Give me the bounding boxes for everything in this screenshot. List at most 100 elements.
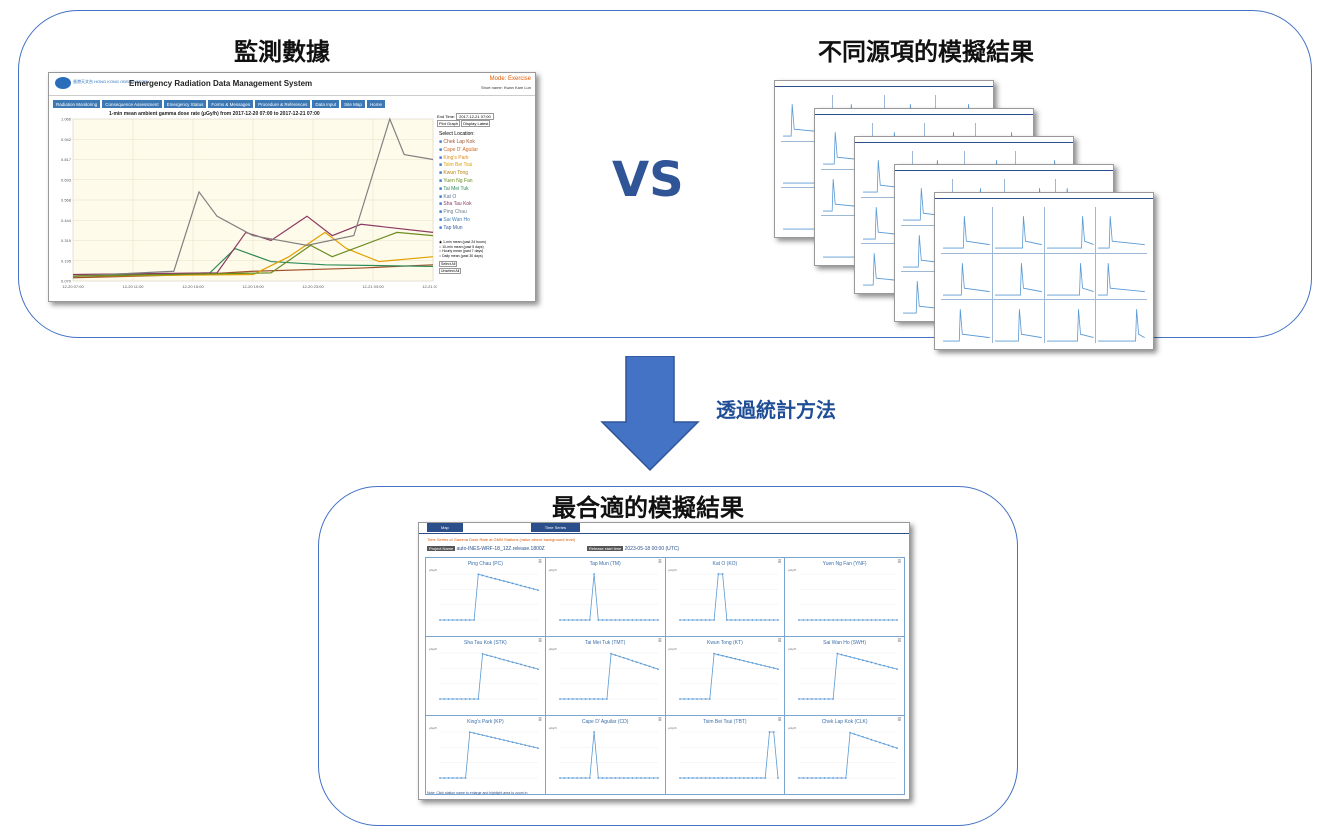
erdms-nav-item[interactable]: Procedure & References — [255, 100, 311, 108]
location-checkbox-item[interactable]: Ping Chau — [439, 209, 478, 217]
chart-menu-icon[interactable]: ≡ — [538, 717, 542, 723]
end-time-input[interactable]: 2017-12-21 07:00 — [456, 113, 494, 120]
station-chart[interactable]: Ping Chau (PC)≡μGy/h — [426, 558, 545, 636]
averaging-radio[interactable]: ○ Daily mean (past 30 days) — [439, 254, 486, 259]
station-chart-title[interactable]: Kat O (KO) — [712, 561, 738, 567]
station-chart-title[interactable]: Tsim Bei Tsui (TBT) — [703, 719, 747, 725]
unit-label: μGy/h — [429, 647, 438, 651]
tab-time-series[interactable]: Time Series — [530, 523, 580, 532]
erdms-title: Emergency Radiation Data Management Syst… — [129, 79, 313, 88]
x-tick-label: 12-20 19:00 — [242, 284, 264, 289]
location-checkbox-item[interactable]: Cape D' Aguilar — [439, 147, 478, 155]
y-tick-label: 0.942 — [61, 137, 72, 142]
erdms-nav-item[interactable]: Forms & Messages — [208, 100, 254, 108]
monitoring-data-title: 監測數據 — [234, 38, 330, 66]
unit-label: μGy/h — [548, 647, 557, 651]
station-series-plot — [439, 573, 539, 621]
chart-menu-icon[interactable]: ≡ — [897, 638, 901, 644]
result-tabs: Map Time Series — [427, 523, 580, 532]
location-checkbox-item[interactable]: Kat O — [439, 194, 478, 202]
station-chart-title[interactable]: Kwun Tong (KT) — [706, 640, 743, 646]
location-checkbox-item[interactable]: Sai Wan Ho — [439, 217, 478, 225]
unit-label: μGy/h — [429, 726, 438, 730]
unselect-all-button[interactable]: Unselect All — [439, 268, 462, 274]
station-chart[interactable]: Cape D' Aguilar (CD)≡μGy/h — [545, 716, 665, 794]
project-label: Project Name — [427, 546, 456, 551]
chart-menu-icon[interactable]: ≡ — [777, 717, 782, 723]
tab-map[interactable]: Map — [427, 523, 463, 532]
chart-menu-icon[interactable]: ≡ — [777, 559, 782, 565]
station-chart[interactable]: Yuen Ng Fan (YNF)≡μGy/h — [785, 558, 904, 636]
erdms-nav-item[interactable]: Data Input — [312, 100, 340, 108]
station-chart-title[interactable]: Ping Chau (PC) — [467, 561, 503, 567]
station-chart-title[interactable]: Chek Lap Kok (CLK) — [821, 719, 868, 725]
y-tick-label: 0.319 — [61, 238, 72, 243]
location-checkbox-item[interactable]: Tap Mun — [439, 225, 478, 233]
erdms-chart-title: 1-min mean ambient gamma dose rate (μGy/… — [109, 111, 320, 117]
series-line — [72, 231, 434, 277]
averaging-label: Daily mean (past 30 days) — [442, 253, 483, 258]
erdms-nav-item[interactable]: Home — [366, 100, 385, 108]
location-checkbox-item[interactable]: Tai Mei Tuk — [439, 186, 478, 194]
radio-icon: ○ — [439, 253, 443, 258]
erdms-nav-item[interactable]: Site Map — [341, 100, 365, 108]
chart-buttons: Plot Graph Display Latest — [437, 120, 491, 127]
averaging-radio[interactable]: ○ 10-min mean (past 5 days) — [439, 245, 486, 250]
erdms-nav-item[interactable]: Radiation Monitoring — [53, 100, 101, 108]
station-chart-title[interactable]: Sai Wan Ho (SWH) — [823, 640, 867, 646]
station-chart-title[interactable]: Tap Mun (TM) — [589, 561, 621, 567]
station-chart[interactable]: Chek Lap Kok (CLK)≡μGy/h — [785, 716, 904, 794]
station-chart[interactable]: King's Park (KP) ≡ μGy/h — [426, 716, 545, 794]
unit-label: μGy/h — [668, 568, 677, 572]
chart-menu-icon[interactable]: ≡ — [657, 717, 662, 723]
station-series-plot — [439, 652, 539, 700]
x-tick-label: 12-21 07:00 — [422, 284, 437, 289]
display-latest-button[interactable]: Display Latest — [461, 120, 491, 127]
project-row: Project Name auto-INES-WRF-18_12Z.releas… — [427, 546, 545, 552]
averaging-label: 1-min mean (past 24 hours) — [443, 240, 487, 244]
station-chart[interactable]: Tai Mei Tuk (TMT) ≡ μGy/h — [545, 637, 665, 715]
station-chart[interactable]: Kat O (KO) ≡ μGy/h — [665, 558, 785, 636]
station-chart-title[interactable]: Yuen Ng Fan (YNF) — [822, 561, 867, 567]
erdms-nav-item[interactable]: Consequence Assessment — [102, 100, 162, 108]
station-series-plot — [678, 731, 779, 779]
location-checkbox-item[interactable]: King's Park — [439, 155, 478, 163]
station-chart-title[interactable]: Sha Tau Kok (STK) — [464, 640, 507, 646]
location-checkbox-item[interactable]: Tsim Bei Tsui — [439, 162, 478, 170]
station-chart[interactable]: Sha Tau Kok (STK) ≡ μGy/h — [426, 637, 545, 715]
station-chart-title[interactable]: King's Park (KP) — [467, 719, 504, 725]
station-chart-title[interactable]: Tai Mei Tuk (TMT) — [584, 640, 626, 646]
station-chart-title[interactable]: Cape D' Aguilar (CD) — [581, 719, 629, 725]
chart-menu-icon[interactable]: ≡ — [538, 638, 542, 644]
location-checkbox-item[interactable]: Yuen Ng Fan — [439, 178, 478, 186]
averaging-radio[interactable]: ◉ 1-min mean (past 24 hours) — [439, 240, 486, 245]
chart-menu-icon[interactable]: ≡ — [657, 638, 662, 644]
station-chart[interactable]: Tap Mun (TM)≡μGy/h — [545, 558, 665, 636]
y-tick-label: 0.817 — [61, 157, 72, 162]
plot-graph-button[interactable]: Plot Graph — [437, 120, 461, 127]
erdms-org: 香港天文台 HONG KONG OBSERVATORY — [73, 79, 150, 84]
erdms-nav-item[interactable]: Emergency Status — [163, 100, 207, 108]
chart-menu-icon[interactable]: ≡ — [897, 559, 901, 565]
unit-label: μGy/h — [668, 647, 677, 651]
select-all-button[interactable]: Select All — [439, 261, 458, 267]
chart-menu-icon[interactable]: ≡ — [777, 638, 782, 644]
station-chart[interactable]: Tsim Bei Tsui (TBT)≡μGy/h — [665, 716, 785, 794]
chart-menu-icon[interactable]: ≡ — [538, 559, 542, 565]
chart-menu-icon[interactable]: ≡ — [897, 717, 901, 723]
averaging-radio[interactable]: ○ Hourly mean (past 7 days) — [439, 249, 486, 254]
station-chart[interactable]: Kwun Tong (KT) ≡ μGy/h — [665, 637, 785, 715]
station-chart[interactable]: Sai Wan Ho (SWH)≡μGy/h — [785, 637, 904, 715]
station-series-plot — [798, 573, 899, 621]
station-series-plot — [798, 731, 899, 779]
release-time: 2023-05-18 00:00 (UTC) — [624, 546, 680, 552]
y-tick-label: 0.568 — [61, 198, 72, 203]
location-checkbox-item[interactable]: Sha Tau Kok — [439, 201, 478, 209]
location-checkbox-item[interactable]: Chek Lap Kok — [439, 139, 478, 147]
chart-menu-icon[interactable]: ≡ — [657, 559, 662, 565]
best-result-title: 最合適的模擬結果 — [552, 494, 744, 522]
location-checkbox-item[interactable]: Kwun Tong — [439, 170, 478, 178]
down-arrow-icon — [600, 356, 700, 472]
